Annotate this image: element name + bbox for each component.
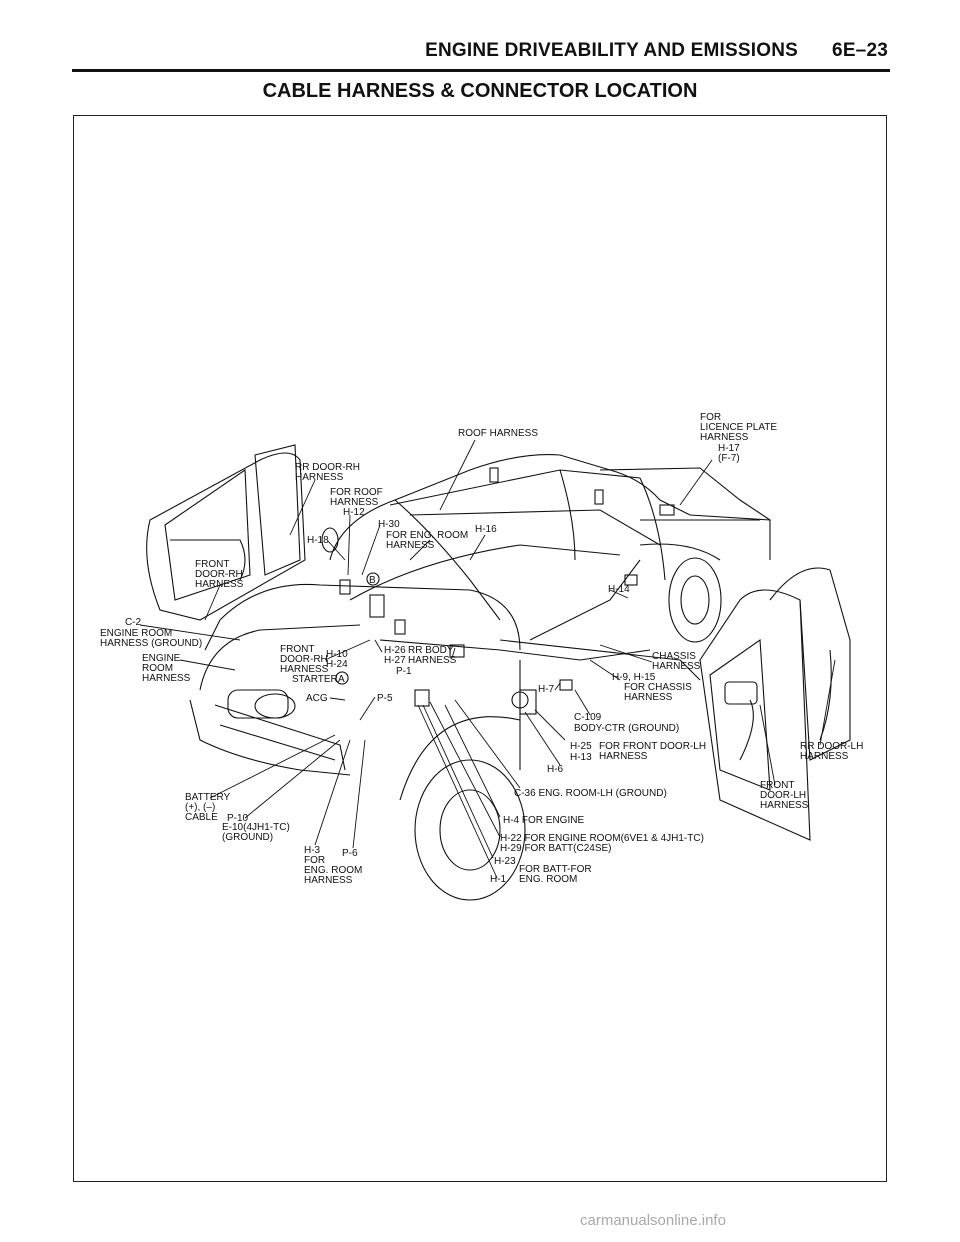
label-for-front-lh-2: HARNESS (599, 751, 648, 762)
label-battery-3: CABLE (185, 812, 218, 823)
label-licence-1: FOR (700, 412, 721, 423)
label-engine-2: ROOM (142, 663, 173, 674)
label-rr-body-1: RR BODY (408, 645, 454, 656)
label-h27: H-27 (384, 655, 406, 666)
label-for-eng-1: FOR ENG. ROOM (386, 530, 468, 541)
label-for-eng-2: HARNESS (386, 540, 435, 551)
label-chassis-1: CHASSIS (652, 651, 696, 662)
label-battery-1: BATTERY (185, 792, 231, 803)
label-c36: C-36 ENG. ROOM-LH (GROUND) (514, 788, 667, 799)
label-roof-harness: ROOF HARNESS (458, 428, 538, 439)
label-engine-1: ENGINE (142, 653, 181, 664)
label-c2: C-2 (125, 617, 142, 628)
label-h12: H-12 (343, 507, 365, 518)
label-c109: C-109 (574, 712, 602, 723)
label-ground: (GROUND) (222, 832, 273, 843)
label-for-chassis-1: FOR CHASSIS (624, 682, 692, 693)
label-h16: H-16 (475, 524, 497, 535)
label-eng-ground-1: ENGINE ROOM (100, 628, 172, 639)
label-h14: H-14 (608, 584, 630, 595)
label-h30: H-30 (378, 519, 400, 530)
label-front-rh-1: FRONT (195, 559, 229, 570)
callout-a: A (338, 674, 345, 685)
label-front-lh-1: FRONT (760, 780, 794, 791)
label-rr-door-lh-1: RR DOOR-LH (800, 741, 863, 752)
page-number: 6E–23 (832, 40, 888, 61)
label-p6: P-6 (342, 848, 358, 859)
label-starter: STARTER (292, 674, 338, 685)
label-chassis-2: HARNESS (652, 661, 701, 672)
label-rr-body-2: HARNESS (408, 655, 457, 666)
label-front-rh-b-3: HARNESS (280, 664, 329, 675)
label-for-roof-2: HARNESS (330, 497, 379, 508)
label-front-rh-b-2: DOOR-RH (280, 654, 328, 665)
section-title: ENGINE DRIVEABILITY AND EMISSIONS (425, 40, 799, 61)
label-acg: ACG (306, 693, 328, 704)
leader-lines (139, 439, 836, 879)
label-h22: H-22 FOR ENGINE ROOM(6VE1 & 4JH1-TC) (500, 833, 704, 844)
label-h10: H-10 (326, 649, 348, 660)
label-eng-ground-2: HARNESS (GROUND) (100, 638, 202, 649)
label-front-lh-3: HARNESS (760, 800, 809, 811)
label-p1: P-1 (396, 666, 412, 677)
label-h29: H-29 FOR BATT(C24SE) (500, 843, 612, 854)
label-battery-2: (+), (–) (185, 802, 215, 813)
label-h23: H-23 (494, 856, 516, 867)
page-title: CABLE HARNESS & CONNECTOR LOCATION (262, 80, 698, 102)
label-for-chassis-2: HARNESS (624, 692, 673, 703)
label-rr-door-rh-1: RR DOOR-RH (295, 462, 360, 473)
callout-a-circle (335, 671, 349, 685)
label-h25: H-25 (570, 741, 592, 752)
label-h7: H-7 (538, 684, 555, 695)
label-f7: (F-7) (718, 453, 740, 464)
label-rr-door-lh-2: HARNESS (800, 751, 849, 762)
labels: ROOF HARNESS FOR LICENCE PLATE HARNESS H… (100, 412, 863, 886)
label-for-front-lh-1: FOR FRONT DOOR-LH (599, 741, 706, 752)
label-front-rh-2: DOOR-RH (195, 569, 243, 580)
page-header: ENGINE DRIVEABILITY AND EMISSIONS 6E–23 (425, 40, 888, 62)
label-for-roof-1: FOR ROOF (330, 487, 383, 498)
label-for: FOR (304, 855, 325, 866)
label-h6: H-6 (547, 764, 564, 775)
label-for-batt-2: ENG. ROOM (519, 874, 577, 885)
label-h1: H-1 (490, 874, 507, 885)
label-h24: H-24 (326, 659, 348, 670)
label-harness: HARNESS (304, 875, 353, 886)
label-body-ctr: BODY-CTR (GROUND) (574, 723, 679, 734)
watermark: carmanualsonline.info (580, 1212, 726, 1229)
label-p10: P-10 (227, 813, 249, 824)
label-h4: H-4 FOR ENGINE (503, 815, 584, 826)
label-front-lh-2: DOOR-LH (760, 790, 806, 801)
label-p5: P-5 (377, 693, 393, 704)
diagram-frame (73, 115, 887, 1182)
label-h3: H-3 (304, 845, 321, 856)
label-front-rh-3: HARNESS (195, 579, 244, 590)
label-front-rh-b-1: FRONT (280, 644, 314, 655)
label-h13: H-13 (570, 752, 592, 763)
label-h17: H-17 (718, 443, 740, 454)
label-h9-h15: H-9, H-15 (612, 672, 656, 683)
callouts: A B (335, 572, 380, 685)
label-e10: E-10(4JH1-TC) (222, 822, 290, 833)
label-for-batt-1: FOR BATT-FOR (519, 864, 592, 875)
label-eng-room: ENG. ROOM (304, 865, 362, 876)
callout-b-circle (366, 572, 380, 586)
label-licence-2: LICENCE PLATE (700, 422, 777, 433)
header-rule (72, 69, 890, 72)
callout-b: B (369, 575, 376, 586)
label-licence-3: HARNESS (700, 432, 749, 443)
label-h26: H-26 (384, 645, 406, 656)
label-rr-door-rh-2: HARNESS (295, 472, 344, 483)
label-engine-3: HARNESS (142, 673, 191, 684)
label-h18: H-18 (307, 535, 329, 546)
vehicle-outline (146, 444, 851, 901)
